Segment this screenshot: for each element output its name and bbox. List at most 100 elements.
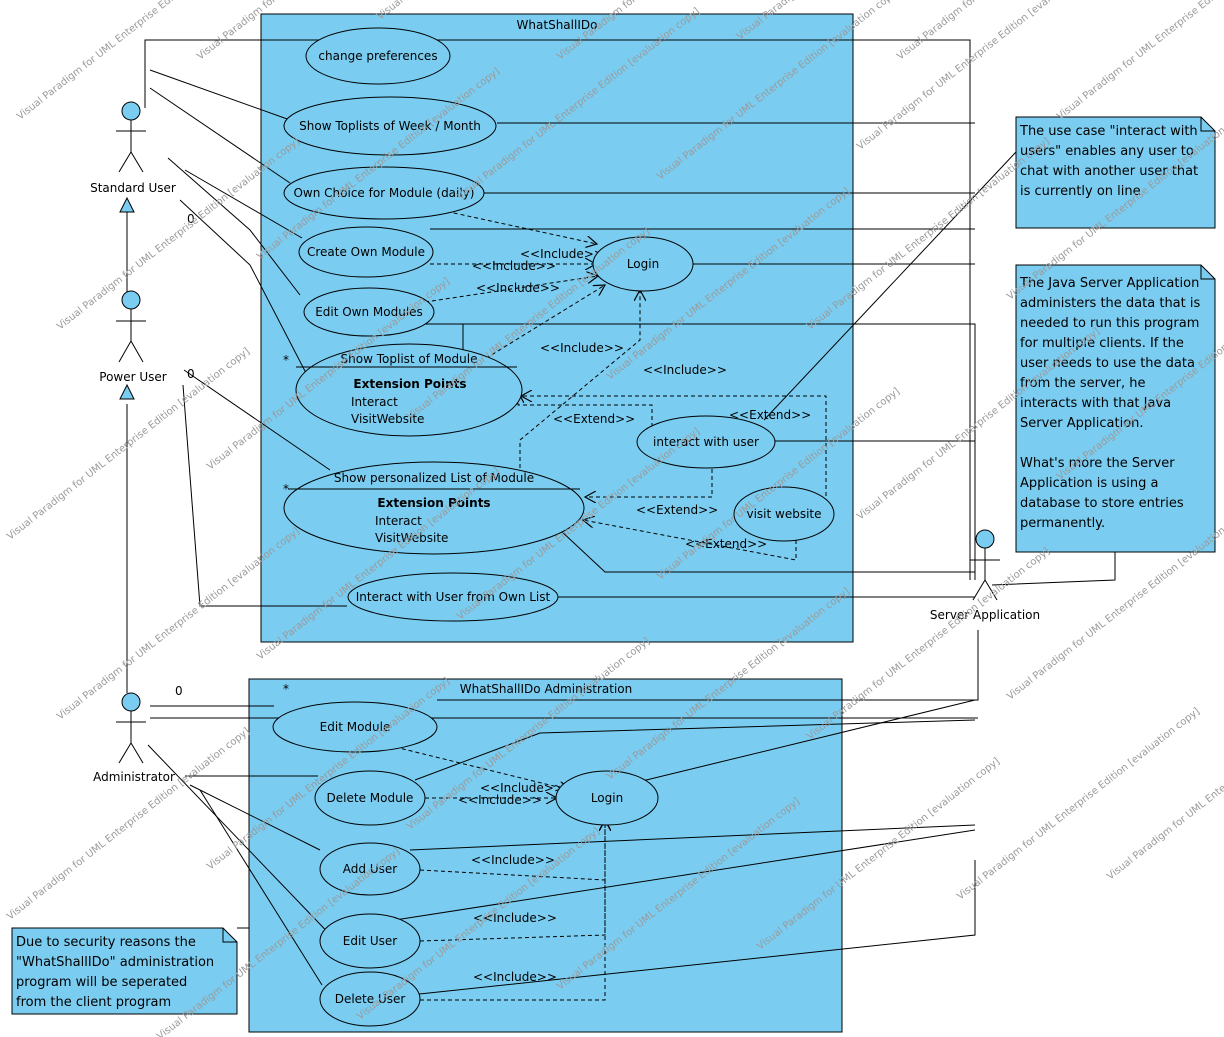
note-line: is currently on line bbox=[1020, 184, 1141, 199]
watermark-text: Visual Paradigm for UML Enterprise Editi… bbox=[5, 726, 252, 922]
use-case-label: Login bbox=[627, 257, 659, 271]
include-label: <<Include>> bbox=[476, 281, 560, 295]
use-case-edit-user[interactable]: Edit User bbox=[319, 913, 421, 969]
use-case-label: Own Choice for Module (daily) bbox=[293, 186, 474, 200]
multiplicity-label: * bbox=[283, 482, 289, 496]
note-line: Server Application. bbox=[1020, 416, 1144, 431]
note-line: The use case "interact with bbox=[1019, 124, 1198, 139]
association-line bbox=[144, 39, 971, 580]
association-line bbox=[149, 87, 291, 184]
multiplicity-label: 0 bbox=[187, 367, 195, 381]
use-case-label: Show Toplists of Week / Month bbox=[299, 119, 481, 133]
use-case-label: Delete Module bbox=[327, 791, 414, 805]
use-case-delete-module[interactable]: Delete Module bbox=[314, 770, 426, 826]
note-line: from the client program bbox=[16, 995, 171, 1010]
use-case-label: Show Toplist of Module bbox=[341, 352, 478, 366]
extend-label: <<Extend>> bbox=[685, 537, 767, 551]
include-line bbox=[419, 820, 605, 942]
association-line bbox=[394, 829, 976, 921]
note-line: chat with another user that bbox=[1020, 164, 1198, 179]
multiplicities: 0 * 0 * 0 * bbox=[175, 212, 289, 698]
use-case-interact-own-list[interactable]: Interact with User from Own List bbox=[347, 572, 559, 622]
actor-administrator[interactable]: Administrator bbox=[93, 692, 175, 784]
use-case-show-toplist-module[interactable]: Show Toplist of Module Extension Points … bbox=[295, 343, 523, 437]
use-case-login-main[interactable]: Login bbox=[592, 236, 694, 292]
note-anchor-line bbox=[763, 151, 1017, 421]
include-label: <<Include>> bbox=[480, 781, 564, 795]
generalization-arrow bbox=[119, 196, 135, 213]
dependency-labels: <<Include>> <<Include>> <<Include>> <<In… bbox=[458, 247, 811, 984]
use-case-edit-own-modules[interactable]: Edit Own Modules bbox=[303, 287, 435, 337]
include-line bbox=[420, 820, 605, 1001]
association-line bbox=[183, 369, 331, 471]
watermark-text: Visual Paradigm for UML Enterprise Editi… bbox=[15, 0, 262, 122]
multiplicity-label: 0 bbox=[175, 684, 183, 698]
note-interact-with-users: The use case "interact with users" enabl… bbox=[1015, 116, 1216, 229]
association-line bbox=[409, 860, 976, 996]
use-case-own-choice[interactable]: Own Choice for Module (daily) bbox=[283, 166, 485, 220]
extend-label: <<Extend>> bbox=[729, 408, 811, 422]
actor-label: Power User bbox=[99, 370, 167, 384]
system-title-main: WhatShallIDo bbox=[517, 18, 598, 32]
note-line: permanently. bbox=[1020, 516, 1105, 531]
association-line bbox=[199, 789, 323, 986]
multiplicity-label: * bbox=[283, 353, 289, 367]
extend-label: <<Extend>> bbox=[636, 503, 718, 517]
include-line bbox=[394, 746, 570, 790]
extend-label: <<Extend>> bbox=[553, 412, 635, 426]
use-case-login-admin[interactable]: Login bbox=[555, 770, 659, 826]
use-case-show-toplists[interactable]: Show Toplists of Week / Month bbox=[283, 96, 497, 156]
include-label: <<Include>> bbox=[520, 247, 604, 261]
association-line bbox=[147, 744, 341, 946]
association-line bbox=[414, 719, 976, 781]
note-line: database to store entries bbox=[1020, 496, 1184, 511]
use-case-label: change preferences bbox=[318, 49, 437, 63]
association-line bbox=[167, 157, 301, 296]
include-label: <<Include>> bbox=[472, 259, 556, 273]
use-case-delete-user[interactable]: Delete User bbox=[319, 971, 421, 1027]
actor-label: Server Application bbox=[930, 608, 1040, 622]
watermark-text: Visual Paradigm for UML Enterprise Editi… bbox=[895, 0, 1142, 62]
note-line: user needs to use the data bbox=[1020, 356, 1195, 371]
actor-power-user[interactable]: Power User bbox=[99, 290, 167, 384]
associations bbox=[126, 39, 1116, 996]
note-line: Application is using a bbox=[1020, 476, 1159, 491]
note-server-application: The Java Server Application administers … bbox=[1015, 264, 1216, 553]
use-case-create-own-module[interactable]: Create Own Module bbox=[298, 226, 434, 278]
association-line bbox=[179, 199, 321, 401]
use-case-change-preferences[interactable]: change preferences bbox=[305, 27, 451, 85]
use-case-edit-module[interactable]: Edit Module bbox=[272, 701, 438, 753]
multiplicity-label: * bbox=[283, 682, 289, 696]
use-case-label: Edit Own Modules bbox=[315, 305, 423, 319]
note-line: What's more the Server bbox=[1020, 456, 1175, 471]
actor-head-icon bbox=[121, 101, 141, 121]
actor-label: Standard User bbox=[90, 181, 176, 195]
use-case-interact-with-user[interactable]: interact with user bbox=[636, 415, 776, 469]
actor-standard-user[interactable]: Standard User bbox=[90, 101, 176, 195]
actor-head-icon bbox=[975, 529, 995, 549]
include-label: <<Include>> bbox=[473, 970, 557, 984]
extend-line bbox=[585, 462, 713, 497]
use-case-label: interact with user bbox=[653, 435, 759, 449]
extension-point: VisitWebsite bbox=[351, 412, 424, 426]
note-line: needed to run this program bbox=[1020, 316, 1199, 331]
extend-line bbox=[521, 396, 827, 496]
note-line: interacts with that Java bbox=[1020, 396, 1171, 411]
actor-server-application[interactable]: Server Application bbox=[930, 529, 1040, 622]
use-case-add-user[interactable]: Add User bbox=[319, 842, 421, 896]
use-case-personalized-list[interactable]: Show personalized List of Module Extensi… bbox=[283, 461, 585, 555]
watermark-text: Visual Paradigm for UML Enterprise Editi… bbox=[1105, 686, 1224, 882]
note-line: program will be seperated bbox=[16, 975, 187, 990]
include-label: <<Include>> bbox=[643, 363, 727, 377]
use-case-label: Edit User bbox=[343, 934, 397, 948]
extension-point: VisitWebsite bbox=[375, 531, 448, 545]
use-case-label: visit website bbox=[746, 507, 821, 521]
actor-label: Administrator bbox=[93, 770, 175, 784]
note-line: users" enables any user to bbox=[1020, 144, 1194, 159]
use-case-label: Add User bbox=[343, 862, 397, 876]
include-line bbox=[519, 290, 640, 468]
use-case-visit-website[interactable]: visit website bbox=[733, 486, 835, 542]
note-security: Due to security reasons the "WhatShallID… bbox=[11, 927, 238, 1015]
watermark-text: Visual Paradigm for UML Enterprise Editi… bbox=[1055, 0, 1224, 122]
include-label: <<Include>> bbox=[540, 341, 624, 355]
